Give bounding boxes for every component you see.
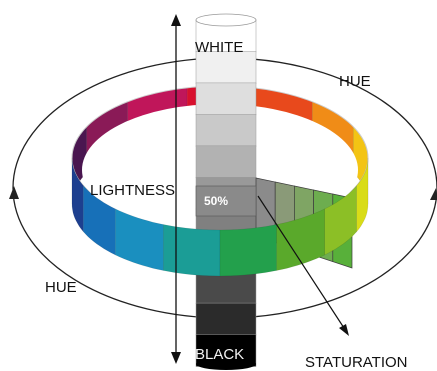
lightness-step-1 bbox=[196, 52, 256, 84]
lightness-step-8 bbox=[196, 272, 256, 304]
hue-segment-front-3 bbox=[163, 225, 220, 277]
lightness-axis-arrow-bottom bbox=[171, 352, 181, 364]
hue-arrow-right-head bbox=[430, 188, 437, 200]
lightness-axis-arrow-top bbox=[171, 14, 181, 26]
lightness-step-2 bbox=[196, 83, 256, 115]
hue-segment-front-4 bbox=[220, 225, 277, 277]
lightness-label: LIGHTNESS bbox=[90, 182, 175, 199]
hue-left-label: HUE bbox=[45, 279, 77, 296]
hue-top-label: HUE bbox=[339, 73, 371, 90]
lightness-step-3 bbox=[196, 114, 256, 146]
mid-lightness-label: 50% bbox=[204, 194, 228, 208]
cylinder-top-cap bbox=[196, 14, 256, 26]
saturation-label: STATURATION bbox=[305, 354, 408, 371]
saturation-pointer-arrow bbox=[339, 324, 349, 336]
hue-arrow-left-head bbox=[9, 186, 19, 199]
lightness-step-9 bbox=[196, 303, 256, 335]
black-label: BLACK bbox=[195, 346, 244, 363]
lightness-step-4 bbox=[196, 146, 256, 178]
white-label: WHITE bbox=[195, 39, 243, 56]
